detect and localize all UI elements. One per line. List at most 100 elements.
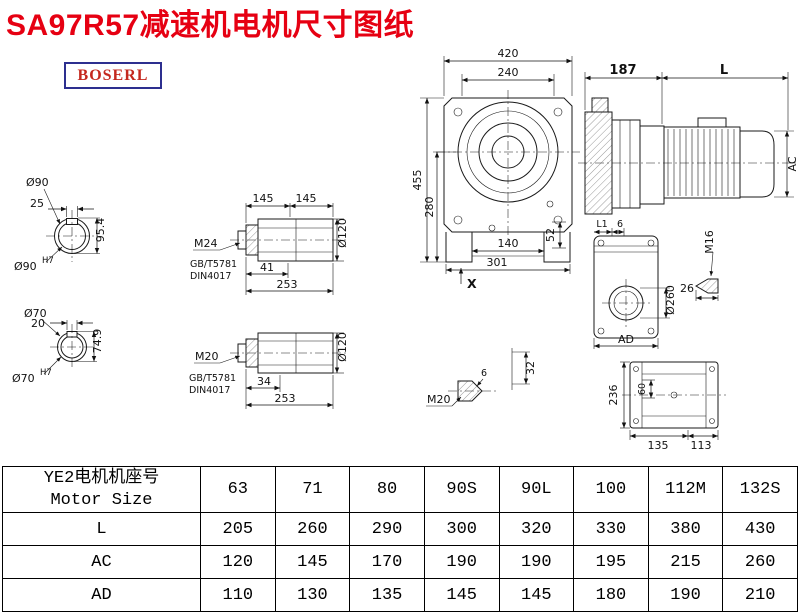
plug-detail: 6 32 M20	[426, 348, 537, 407]
dim-side-gearbox-length: 187	[609, 63, 636, 78]
dim-bore90-tolerance: H7	[42, 256, 54, 266]
table-header-cn: YE2电机机座号	[43, 469, 160, 489]
dim-bottom-len-b: 113	[691, 439, 712, 452]
table-cell: 260	[722, 545, 798, 579]
frame-size-132s: 132S	[722, 466, 798, 513]
hollow-shaft-detail-bottom: M20 GB/T5781 DIN4017 34 253 Ø120	[189, 332, 349, 409]
table-cell: 145	[498, 578, 575, 612]
std-din-top: DIN4017	[190, 271, 231, 282]
dim-shaft-top-seg2: 145	[296, 192, 317, 205]
dim-shaft-bottom-total-len: 253	[275, 392, 296, 405]
side-aux-view: L1 6 Ø260 AD M16 26	[593, 219, 719, 349]
dim-shaft-top-diameter: Ø120	[336, 218, 349, 248]
dim-aux-stud-len: 26	[680, 282, 694, 295]
dim-shaft-top-thread: M24	[194, 237, 218, 250]
dim-shaft-top-seg1: 145	[253, 192, 274, 205]
table-cell: 145	[423, 578, 500, 612]
side-view: 187 L AC	[578, 63, 799, 215]
dim-bottom-len-a: 135	[648, 439, 669, 452]
dim-aux-l1: L1	[596, 219, 607, 230]
hollow-shaft-detail-top: 145 145 Ø120 M24 GB/T5781 DIN4017 41 253	[190, 192, 349, 295]
frame-size-90s: 90S	[423, 466, 500, 513]
dim-bore70-key-width: 20	[31, 317, 45, 330]
dim-front-overall-width: 420	[498, 47, 519, 60]
table-cell: 190	[647, 578, 724, 612]
page-title: SA97R57减速机电机尺寸图纸	[6, 9, 415, 42]
dim-plug-tip: 6	[481, 368, 487, 379]
dim-shaft-top-total-len: 253	[277, 278, 298, 291]
table-header-en: Motor Size	[50, 490, 153, 510]
front-view: 420 240 455 280 52 140	[411, 47, 580, 291]
brand-logo-text: BOSERL	[77, 66, 149, 84]
table-cell: 430	[722, 512, 798, 546]
table-header-motor-size: YE2电机机座号 Motor Size	[2, 466, 201, 513]
dim-bore90-key-width: 25	[30, 197, 44, 210]
std-gb-top: GB/T5781	[190, 259, 237, 270]
dim-plug-height: 32	[524, 361, 537, 375]
table-cell: 180	[573, 578, 649, 612]
row-label-ac: AC	[2, 545, 201, 579]
output-bore-70-view: Ø70 74.9 20 Ø70 H7	[12, 307, 104, 385]
frame-size-112m: 112M	[647, 466, 724, 513]
table-header-row: YE2电机机座号 Motor Size 63 71 80 90S 90L 100…	[2, 466, 798, 513]
dim-bottom-depth: 236	[607, 385, 620, 406]
face-mark-x: X	[467, 276, 477, 291]
table-cell: 195	[573, 545, 649, 579]
table-cell: 190	[423, 545, 500, 579]
table-row-ac: AC 120 145 170 190 190 195 215 260	[2, 545, 798, 579]
dim-front-overall-height: 455	[411, 170, 424, 191]
frame-size-80: 80	[349, 466, 425, 513]
table-cell: 320	[498, 512, 575, 546]
dim-aux-gap: 6	[617, 219, 623, 230]
dim-bore90-bore: Ø90	[14, 260, 37, 273]
brand-logo: BOSERL	[64, 62, 162, 89]
dim-front-center-height: 280	[423, 197, 436, 218]
dim-bore70-tolerance: H7	[40, 368, 52, 378]
frame-size-63: 63	[200, 466, 276, 513]
output-bore-90-view: Ø90 95.4 25 Ø90 H7	[14, 176, 107, 273]
row-label-ad: AD	[2, 578, 201, 612]
dim-side-motor-diameter: AC	[786, 156, 799, 171]
table-cell: 215	[647, 545, 724, 579]
dim-side-motor-length: L	[720, 63, 728, 78]
dim-plug-thread: M20	[427, 393, 451, 406]
dim-shaft-bottom-diameter: Ø120	[336, 332, 349, 362]
table-cell: 260	[274, 512, 351, 546]
table-cell: 380	[647, 512, 724, 546]
table-row-ad: AD 110 130 135 145 145 180 190 210	[2, 578, 798, 612]
dim-aux-bore: Ø260	[664, 285, 677, 315]
dim-shaft-bottom-thread: M20	[195, 350, 219, 363]
bottom-aux-view: 236 60 135 113	[607, 361, 726, 452]
table-cell: 110	[200, 578, 276, 612]
motor-size-table: YE2电机机座号 Motor Size 63 71 80 90S 90L 100…	[2, 466, 798, 612]
dim-front-flange-width: 240	[498, 66, 519, 79]
dim-bore90-key-depth: 95.4	[94, 218, 107, 243]
dim-shaft-top-bolt-len: 41	[260, 261, 274, 274]
std-gb-bottom: GB/T5781	[189, 373, 236, 384]
dim-bottom-inner: 60	[637, 383, 648, 395]
dim-bore70-outer: Ø70	[24, 307, 47, 320]
dim-bore70-bore: Ø70	[12, 372, 35, 385]
dim-front-foot-height: 52	[544, 228, 557, 242]
dim-shaft-bottom-bolt-len: 34	[257, 375, 271, 388]
technical-drawing: 420 240 455 280 52 140	[12, 47, 799, 452]
frame-size-71: 71	[274, 466, 351, 513]
row-label-l: L	[2, 512, 201, 546]
std-din-bottom: DIN4017	[189, 385, 230, 396]
table-cell: 170	[349, 545, 425, 579]
dim-aux-width: AD	[618, 333, 634, 346]
table-row-l: L 205 260 290 300 320 330 380 430	[2, 512, 798, 546]
table-cell: 190	[498, 545, 575, 579]
dim-bore70-key-depth: 74.9	[91, 329, 104, 354]
dim-bore90-outer: Ø90	[26, 176, 49, 189]
table-cell: 290	[349, 512, 425, 546]
table-cell: 300	[423, 512, 500, 546]
dim-aux-stud-thread: M16	[703, 230, 716, 254]
table-cell: 145	[274, 545, 351, 579]
frame-size-90l: 90L	[498, 466, 575, 513]
table-cell: 135	[349, 578, 425, 612]
table-cell: 210	[722, 578, 798, 612]
frame-size-100: 100	[573, 466, 649, 513]
dim-front-base-width: 301	[487, 256, 508, 269]
